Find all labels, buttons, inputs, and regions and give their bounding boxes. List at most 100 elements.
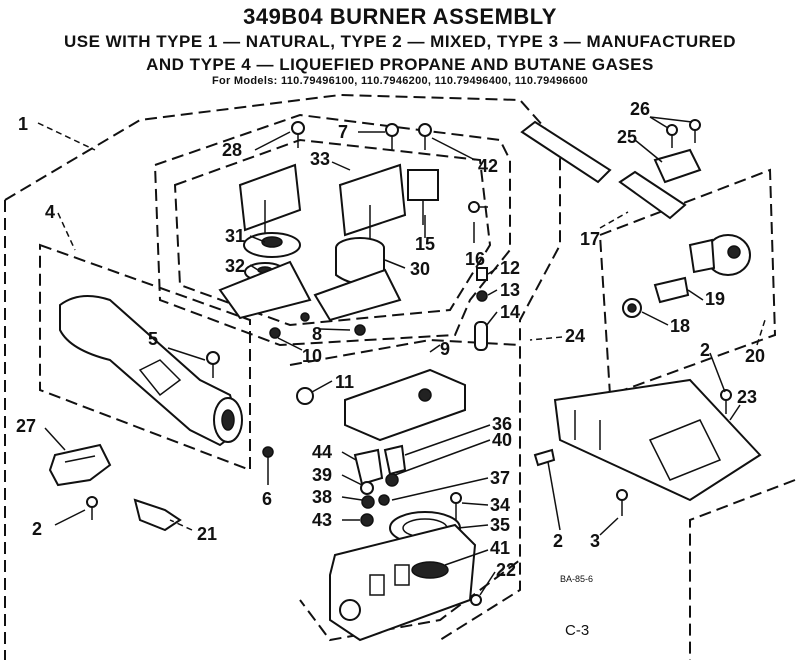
callout-13: 13	[500, 280, 520, 300]
tube-17	[520, 120, 687, 220]
callout-2-right: 2	[700, 340, 710, 360]
callout-23: 23	[737, 387, 757, 407]
screw-26a	[666, 124, 678, 148]
burner-shield-33b	[338, 163, 407, 245]
sleeve-14	[474, 321, 488, 351]
callout-28: 28	[222, 140, 242, 160]
nut-18	[622, 298, 642, 318]
callout-2-left: 2	[32, 519, 42, 539]
callout-42: 42	[478, 156, 498, 176]
screw-7	[385, 123, 399, 150]
burner-tube-4	[59, 295, 243, 447]
callout-34: 34	[490, 495, 510, 515]
seal-37	[378, 494, 390, 506]
callout-numbers: 1 4 5 6 27 2 21 28 7 42 33 31 32 15 30 1…	[16, 99, 765, 580]
callout-1: 1	[18, 114, 28, 134]
screw-10b	[300, 312, 310, 322]
burner-bracket-right	[313, 268, 402, 322]
callout-4: 4	[45, 202, 55, 222]
screw-2a	[86, 496, 98, 520]
bracket-27	[48, 443, 112, 487]
callout-38: 38	[312, 487, 332, 507]
callout-35: 35	[490, 515, 510, 535]
callout-14: 14	[500, 302, 520, 322]
screw-34	[450, 492, 462, 520]
valve-spring-44	[353, 448, 384, 486]
callout-2-bottom: 2	[553, 531, 563, 551]
screw-28	[291, 121, 305, 148]
usage-line-2: AND TYPE 4 — LIQUEFIED PROPANE AND BUTAN…	[146, 55, 654, 74]
callout-33: 33	[310, 149, 330, 169]
screw-3	[616, 489, 628, 516]
callout-3: 3	[590, 531, 600, 551]
outline-bracket-box	[598, 168, 777, 397]
screw-2b	[720, 389, 732, 414]
bracket-25	[653, 148, 702, 184]
callout-18: 18	[670, 316, 690, 336]
callout-11: 11	[335, 372, 354, 392]
nut-6	[262, 446, 274, 458]
seal-39	[360, 481, 374, 495]
regulator	[688, 234, 751, 276]
screw-5	[206, 351, 220, 378]
screw-8	[354, 324, 366, 336]
outline-burner-inner	[173, 138, 492, 327]
washer-43	[360, 513, 374, 527]
orifice-12	[476, 267, 488, 281]
outline-assembly-1	[4, 93, 561, 642]
burner-bracket-left	[218, 260, 312, 320]
callout-32: 32	[225, 256, 245, 276]
callout-24: 24	[565, 326, 585, 346]
callout-6: 6	[262, 489, 272, 509]
callout-7: 7	[338, 122, 348, 142]
callout-5: 5	[148, 329, 158, 349]
washer-38	[361, 495, 375, 509]
callout-19: 19	[705, 289, 725, 309]
callout-39: 39	[312, 465, 332, 485]
screw-10	[269, 327, 281, 339]
reference-code: BA-85-6	[560, 574, 593, 584]
callout-31: 31	[225, 226, 245, 246]
callout-36: 36	[492, 414, 512, 434]
callout-17: 17	[580, 229, 600, 249]
callout-20: 20	[745, 346, 765, 366]
model-numbers: For Models: 110.79496100, 110.7946200, 1…	[211, 75, 589, 87]
screw-22	[470, 594, 482, 606]
callout-8: 8	[312, 324, 322, 344]
callout-43: 43	[312, 510, 332, 530]
screw-42	[418, 123, 432, 150]
callout-27: 27	[16, 416, 36, 436]
screw-26b	[689, 119, 701, 143]
igniter-15	[407, 169, 439, 225]
callout-30: 30	[410, 259, 430, 279]
callout-22: 22	[496, 560, 516, 580]
valve-plate	[344, 368, 466, 442]
screw-16	[468, 201, 488, 213]
callout-25: 25	[617, 127, 637, 147]
fitting-19	[653, 276, 690, 304]
knob-11	[296, 387, 314, 405]
usage-line-1: USE WITH TYPE 1 — NATURAL, TYPE 2 — MIXE…	[63, 32, 737, 51]
outline-burner-box	[153, 113, 511, 347]
outline-valve-box	[289, 338, 521, 641]
callout-21: 21	[197, 524, 217, 544]
callout-9: 9	[440, 339, 450, 359]
diagram-title: 349B04 BURNER ASSEMBLY	[243, 4, 557, 29]
valve-body-41	[329, 523, 477, 642]
seal-40	[385, 473, 399, 487]
manifold-bracket-23	[553, 378, 762, 502]
callout-40: 40	[492, 430, 512, 450]
page-code: C-3	[565, 622, 589, 639]
seal-13	[476, 290, 488, 302]
callout-44: 44	[312, 442, 332, 462]
valve-spring-36	[383, 444, 407, 476]
callout-10: 10	[302, 346, 322, 366]
callout-26: 26	[630, 99, 650, 119]
callout-15: 15	[415, 234, 435, 254]
burner-shield-33a	[238, 163, 302, 245]
outline-burner-tube-box	[39, 243, 251, 472]
outline-lower-right	[689, 479, 796, 660]
callout-16: 16	[465, 249, 485, 269]
leader-lines	[37, 116, 766, 596]
